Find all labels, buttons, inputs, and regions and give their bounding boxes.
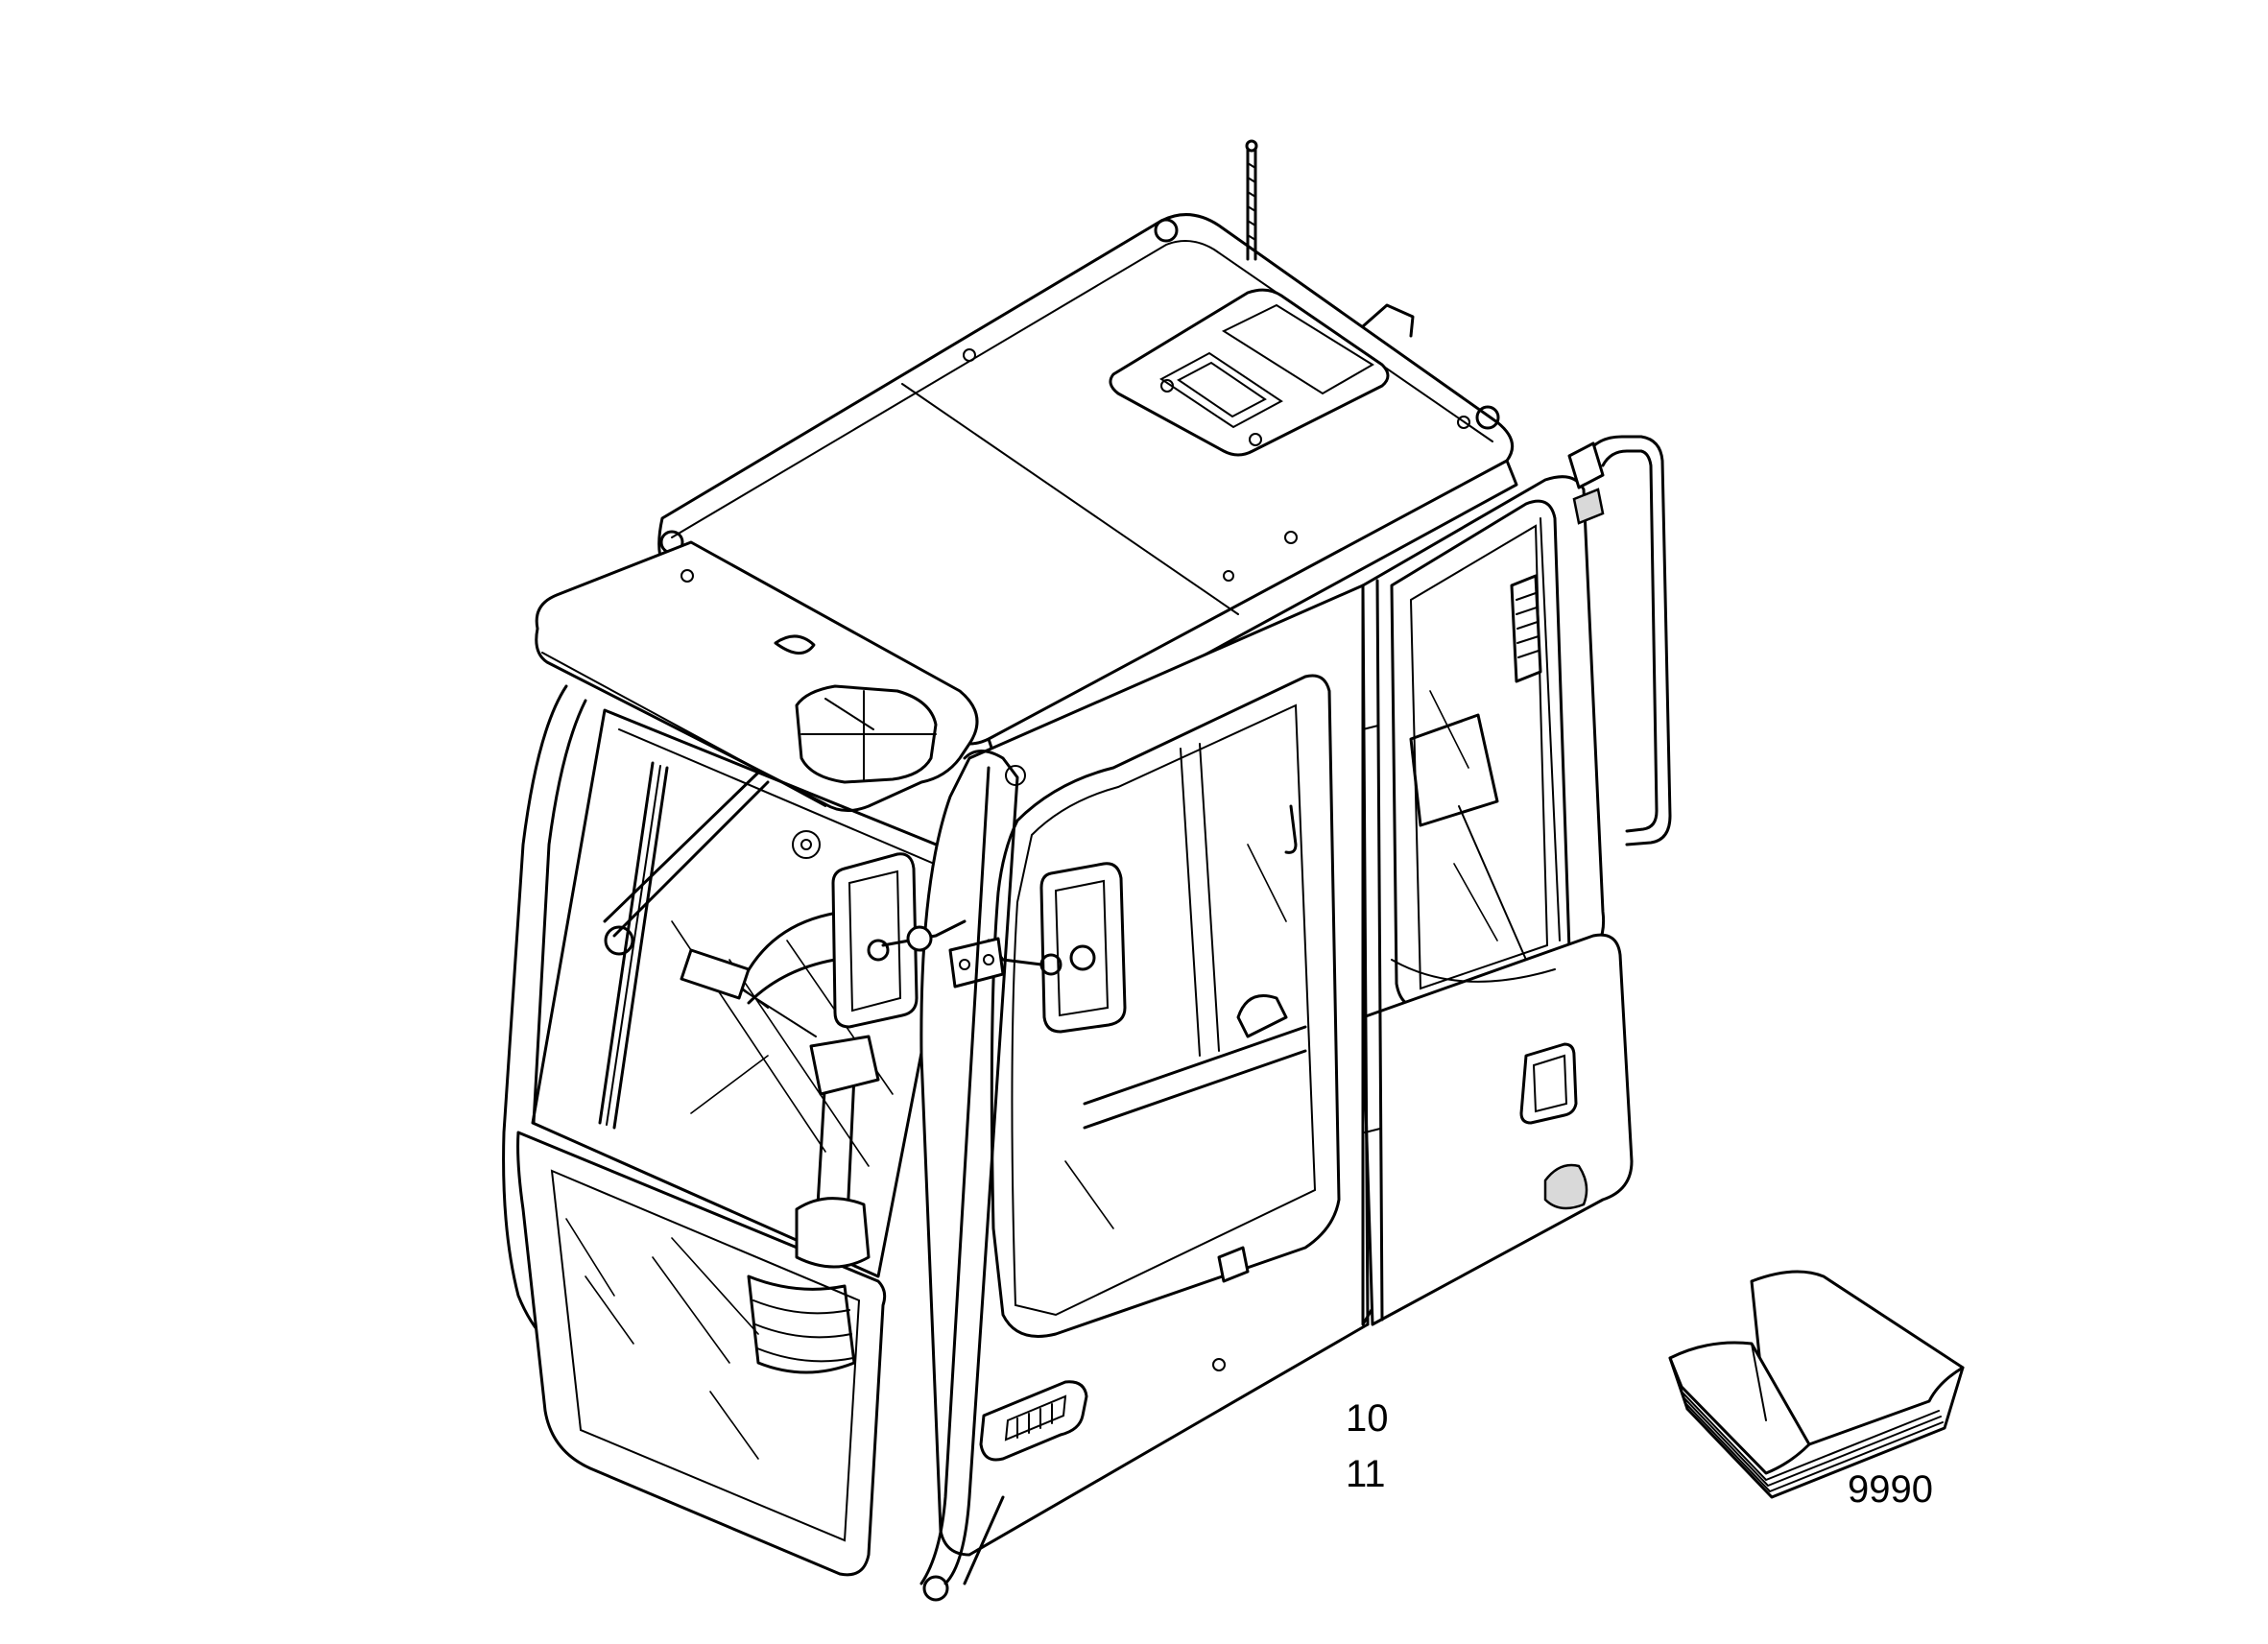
cab-door [919, 584, 1370, 1557]
front-frame [502, 684, 962, 1577]
rear-side-panel [1361, 475, 1634, 1326]
part-number-11: 11 [1346, 1453, 1386, 1495]
part-number-9990: 9990 [1848, 1468, 1933, 1511]
cab-roof [657, 213, 1518, 770]
a-pillar [919, 750, 1026, 1602]
grab-handle [1567, 435, 1672, 846]
front-visor [535, 540, 979, 812]
part-number-10: 10 [1346, 1397, 1389, 1440]
antenna [1245, 139, 1258, 261]
mirrors [831, 852, 1127, 1034]
manual-book-icon [1668, 1270, 1965, 1499]
